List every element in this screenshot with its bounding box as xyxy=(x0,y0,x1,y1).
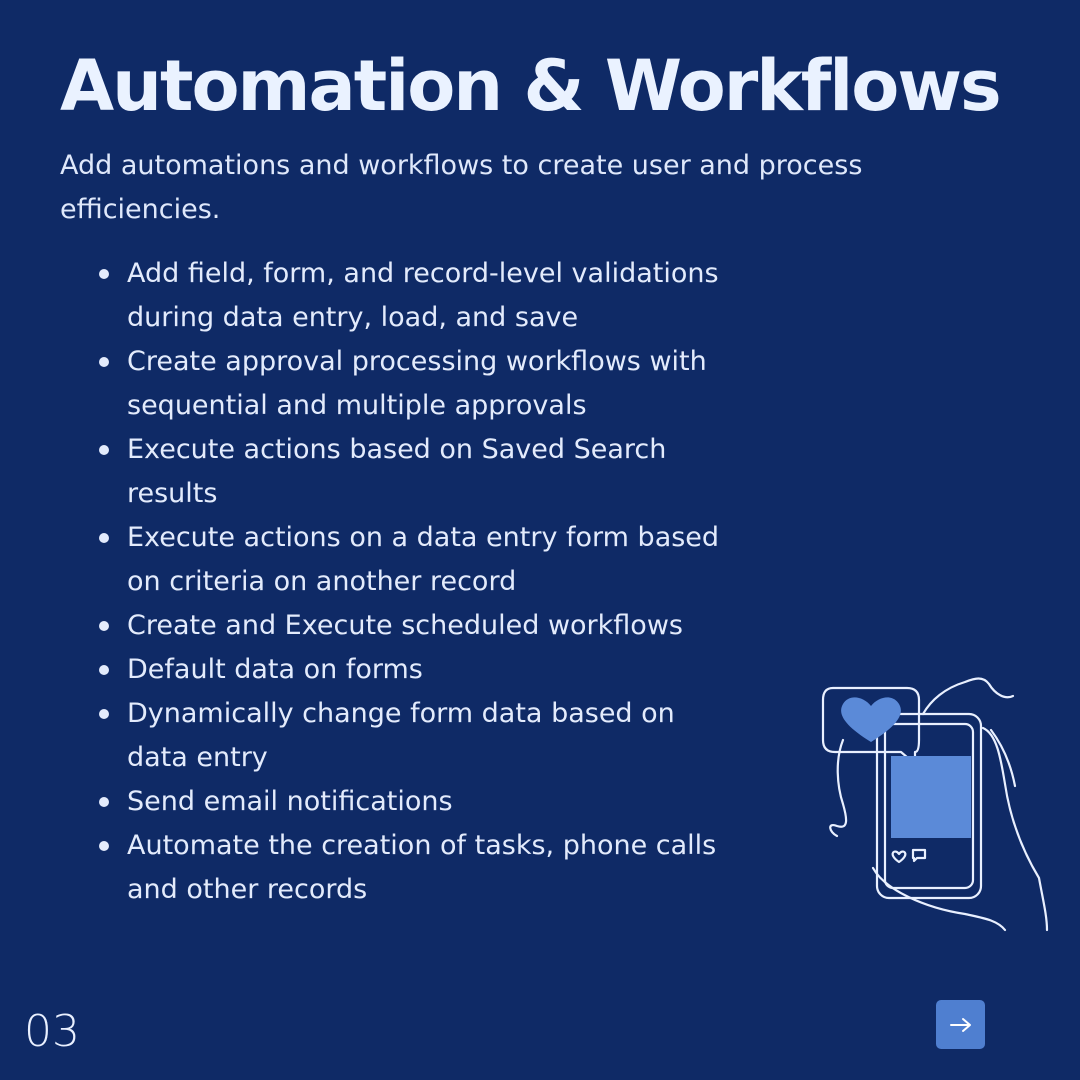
feature-item: Add field, form, and record-level valida… xyxy=(99,252,727,340)
arrow-right-icon xyxy=(949,1017,971,1032)
phone-heart-icon xyxy=(821,677,1049,932)
page-number: 03 xyxy=(24,1006,80,1057)
feature-item: Default data on forms xyxy=(99,648,727,692)
next-button[interactable] xyxy=(936,1000,985,1049)
feature-list: Add field, form, and record-level valida… xyxy=(99,252,727,912)
feature-item: Automate the creation of tasks, phone ca… xyxy=(99,824,727,912)
page-subtitle: Add automations and workflows to create … xyxy=(60,150,863,225)
feature-item: Create approval processing workflows wit… xyxy=(99,340,727,428)
feature-item: Create and Execute scheduled workflows xyxy=(99,604,727,648)
feature-item: Execute actions on a data entry form bas… xyxy=(99,516,727,604)
feature-item: Execute actions based on Saved Search re… xyxy=(99,428,727,516)
page-title: Automation & Workflows xyxy=(60,45,1002,127)
feature-item: Dynamically change form data based on da… xyxy=(99,692,727,780)
feature-item: Send email notifications xyxy=(99,780,727,824)
